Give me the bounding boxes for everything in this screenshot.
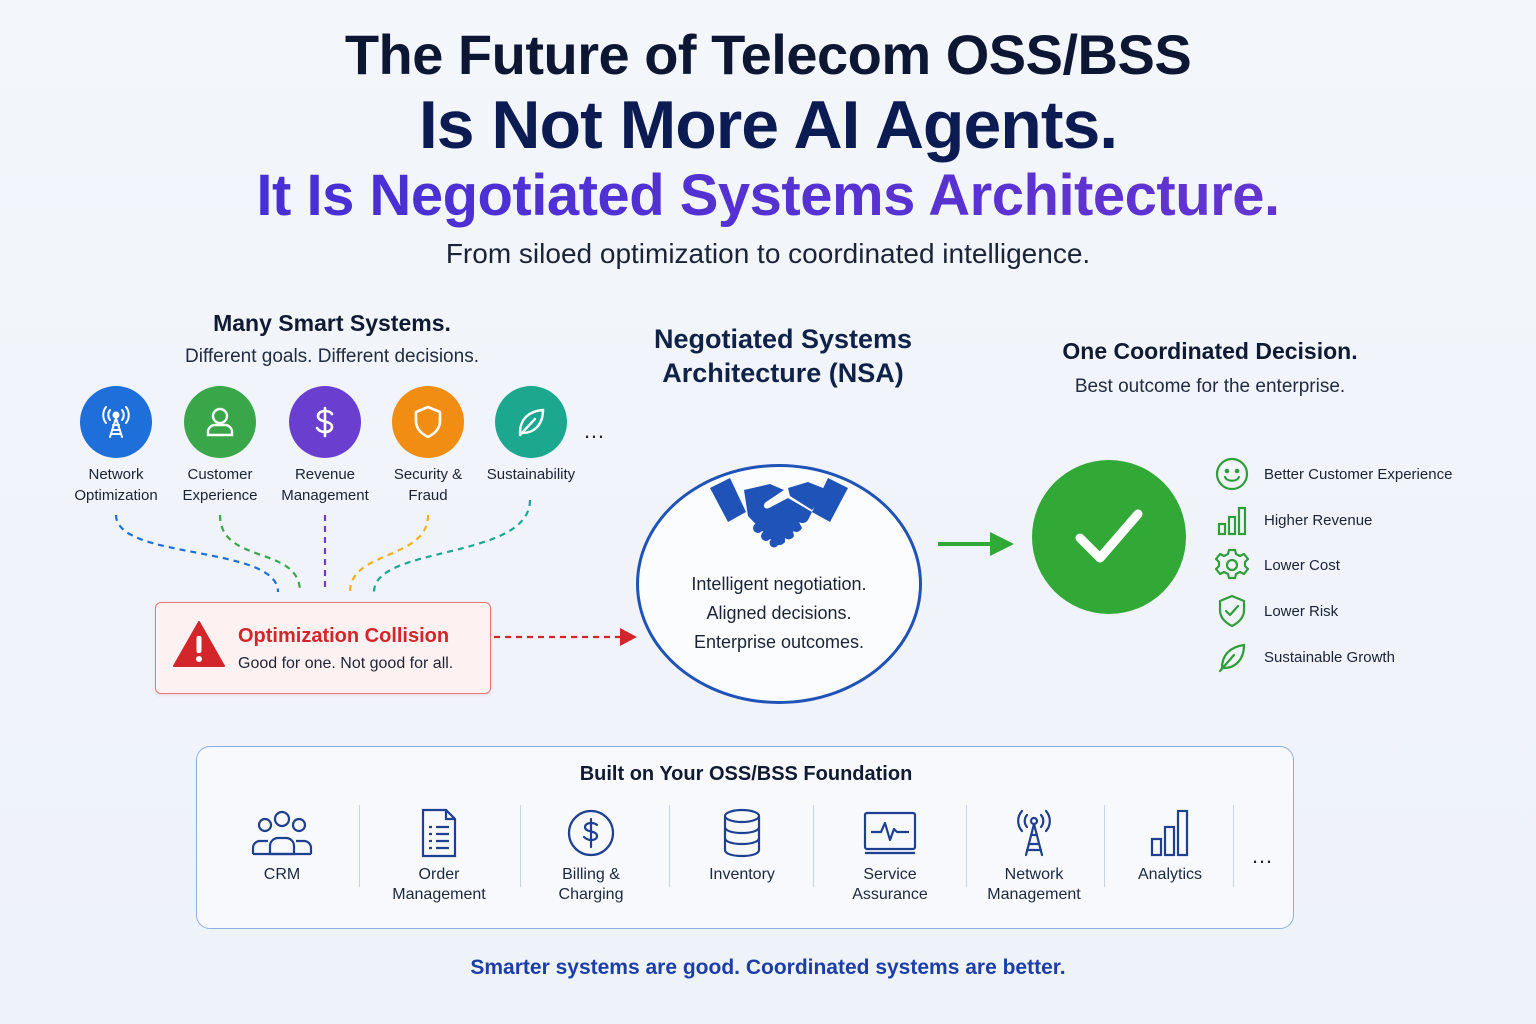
monitor-pulse-icon [831,805,949,861]
check-icon [1032,460,1186,614]
foundation-label: Management [392,886,486,903]
system-label: Sustainability [486,466,576,483]
dollar-circle-icon [535,805,647,861]
foundation-item-analytics: Analytics [1115,805,1225,885]
foundation-item-network-management: Network Management [977,805,1091,905]
system-revenue-management: Revenue Management [270,386,380,506]
nsa-line: Intelligent negotiation. [691,574,867,594]
nsa-title-line: Architecture (NSA) [662,358,904,388]
right-subheading: Best outcome for the enterprise. [1074,376,1346,397]
nsa-line: Aligned decisions. [706,603,852,623]
document-icon [377,805,501,861]
outcome-lower-cost: Lower Cost [1212,547,1340,583]
title-line-1: The Future of Telecom OSS/BSS [344,23,1192,86]
shield-icon [392,386,464,458]
more-foundation-ellipsis: … [1251,843,1273,868]
collision-text: Good for one. Not good for all. [238,655,454,672]
users-icon [227,805,337,861]
more-systems-ellipsis: … [583,418,605,443]
foundation-item-inventory: Inventory [687,805,797,885]
foundation-label: Charging [558,886,624,903]
system-sustainability: Sustainability [476,386,586,485]
leaf-icon [1212,639,1252,675]
cell-tower-icon [977,805,1091,861]
nsa-title-line: Negotiated Systems [653,324,913,354]
system-network-optimization: Network Optimization [61,386,171,506]
divider [1233,805,1234,887]
foundation-label: Assurance [852,886,928,903]
gear-icon [1212,547,1252,583]
nsa-title: Negotiated Systems Architecture (NSA) [600,322,966,390]
foundation-label: Network [1004,866,1064,883]
outcome-lower-risk: Lower Risk [1212,593,1338,629]
subtitle: From siloed optimization to coordinated … [445,238,1091,269]
optimization-collision-box: Optimization Collision Good for one. Not… [155,602,491,694]
system-customer-experience: Customer Experience [165,386,275,506]
cell-tower-icon [80,386,152,458]
divider [966,805,967,887]
bar-chart-icon [1115,805,1225,861]
nsa-circle: Intelligent negotiation. Aligned decisio… [636,464,922,704]
left-heading: Many Smart Systems. [213,310,451,336]
divider [359,805,360,887]
foundation-label: Order [418,866,460,883]
warning-icon [172,619,226,674]
nsa-line: Enterprise outcomes. [693,632,865,652]
smile-icon [1212,456,1252,492]
right-heading: One Coordinated Decision. [1062,338,1358,364]
system-label: Experience [182,487,258,504]
foundation-item-crm: CRM [227,805,337,885]
outcome-higher-revenue: Higher Revenue [1212,502,1372,538]
leaf-icon [495,386,567,458]
dollar-icon [289,386,361,458]
foundation-item-service-assurance: Service Assurance [831,805,949,905]
foundation-label: Analytics [1137,866,1203,883]
outcome-sustainable-growth: Sustainable Growth [1212,639,1395,675]
outcome-customer-experience: Better Customer Experience [1212,456,1452,492]
system-security-fraud: Security & Fraud [373,386,483,506]
system-label: Management [281,487,369,504]
divider [520,805,521,887]
title-line-3: It Is Negotiated Systems Architecture. [0,162,1536,229]
divider [1104,805,1105,887]
system-label: Security & [393,466,463,483]
foundation-item-order-management: Order Management [377,805,501,905]
outcome-label: Lower Cost [1264,556,1340,574]
foundation-panel: Built on Your OSS/BSS Foundation CRM Ord… [196,746,1294,929]
outcome-label: Higher Revenue [1264,511,1373,529]
system-label: Fraud [408,487,448,504]
system-label: Network [88,466,144,483]
foundation-item-billing: Billing & Charging [535,805,647,905]
handshake-icon [708,468,850,563]
system-label: Customer [187,466,253,483]
outcome-label: Sustainable Growth [1264,648,1395,666]
foundation-label: CRM [263,866,301,883]
nsa-description: Intelligent negotiation. Aligned decisio… [636,570,922,657]
shield-check-icon [1212,593,1252,629]
foundation-label: Service [863,866,917,883]
outcome-label: Better Customer Experience [1264,465,1453,483]
system-label: Optimization [74,487,158,504]
divider [813,805,814,887]
bar-chart-icon [1212,502,1252,538]
title-line-2: Is Not More AI Agents. [418,87,1118,163]
foundation-label: Billing & [562,866,620,883]
database-icon [687,805,797,861]
divider [669,805,670,887]
foundation-label: Management [987,886,1081,903]
foundation-title: Built on Your OSS/BSS Foundation [579,763,913,785]
user-icon [184,386,256,458]
left-subheading: Different goals. Different decisions. [185,346,479,367]
tagline: Smarter systems are good. Coordinated sy… [470,956,1066,979]
collision-title: Optimization Collision [238,625,450,647]
outcome-label: Lower Risk [1264,602,1339,620]
system-label: Revenue [294,466,356,483]
foundation-label: Inventory [709,866,775,883]
